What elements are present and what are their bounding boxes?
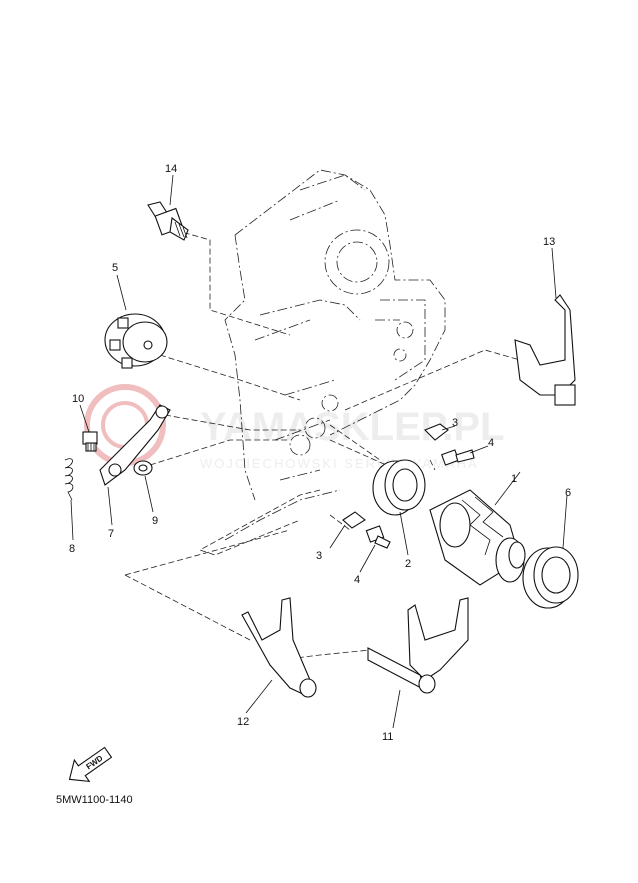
label-4-upper: 4 [488,437,494,449]
label-3-lower: 3 [316,550,322,562]
label-12: 12 [237,716,249,728]
part-7-stopper-lever[interactable] [99,404,171,486]
part-1-shift-drum[interactable] [429,489,526,586]
part-2-bearing[interactable] [372,459,426,516]
label-11: 11 [382,731,393,743]
part-10-bolt[interactable] [82,431,98,452]
fwd-arrow: FWD [68,746,113,783]
part-8-spring[interactable] [64,458,74,501]
label-1: 1 [511,473,517,485]
watermark-sub-text: WOJCIECHOWSKI SERWIS YAMAHA [200,456,479,471]
label-3-upper: 3 [452,417,458,429]
label-13: 13 [543,236,555,248]
part-6-bearing[interactable] [522,546,579,609]
part-14-bolt[interactable] [147,201,189,241]
crankcase-outline [224,169,446,541]
label-6: 6 [565,487,571,499]
leader-lines [70,174,568,729]
label-10: 10 [72,393,84,405]
part-number-labels: 1 2 3 3 4 4 5 6 7 8 9 10 11 12 13 14 [69,163,571,743]
part-13-shift-fork[interactable] [514,294,576,406]
part-9-washer[interactable] [133,460,153,476]
part-4-lower-screw[interactable] [365,525,391,549]
watermark-main-text: YAMASKLEP.PL [200,405,505,449]
part-3-upper-stopper-plate[interactable] [424,423,449,441]
part-11-shift-fork[interactable] [367,597,469,694]
part-5-shift-drum-segment[interactable] [104,313,168,369]
assembly-lines [124,229,521,661]
label-8: 8 [69,543,75,555]
label-9: 9 [152,515,158,527]
label-5: 5 [112,262,118,274]
part-3-lower-stopper-plate[interactable] [342,511,366,529]
label-4-lower: 4 [354,574,360,586]
part-4-upper-screw[interactable] [441,449,475,466]
label-2: 2 [405,558,411,570]
label-14: 14 [165,163,177,175]
label-7: 7 [108,528,114,540]
part-12-shift-fork[interactable] [241,597,317,698]
diagram-code: 5MW1100-1140 [56,794,133,806]
